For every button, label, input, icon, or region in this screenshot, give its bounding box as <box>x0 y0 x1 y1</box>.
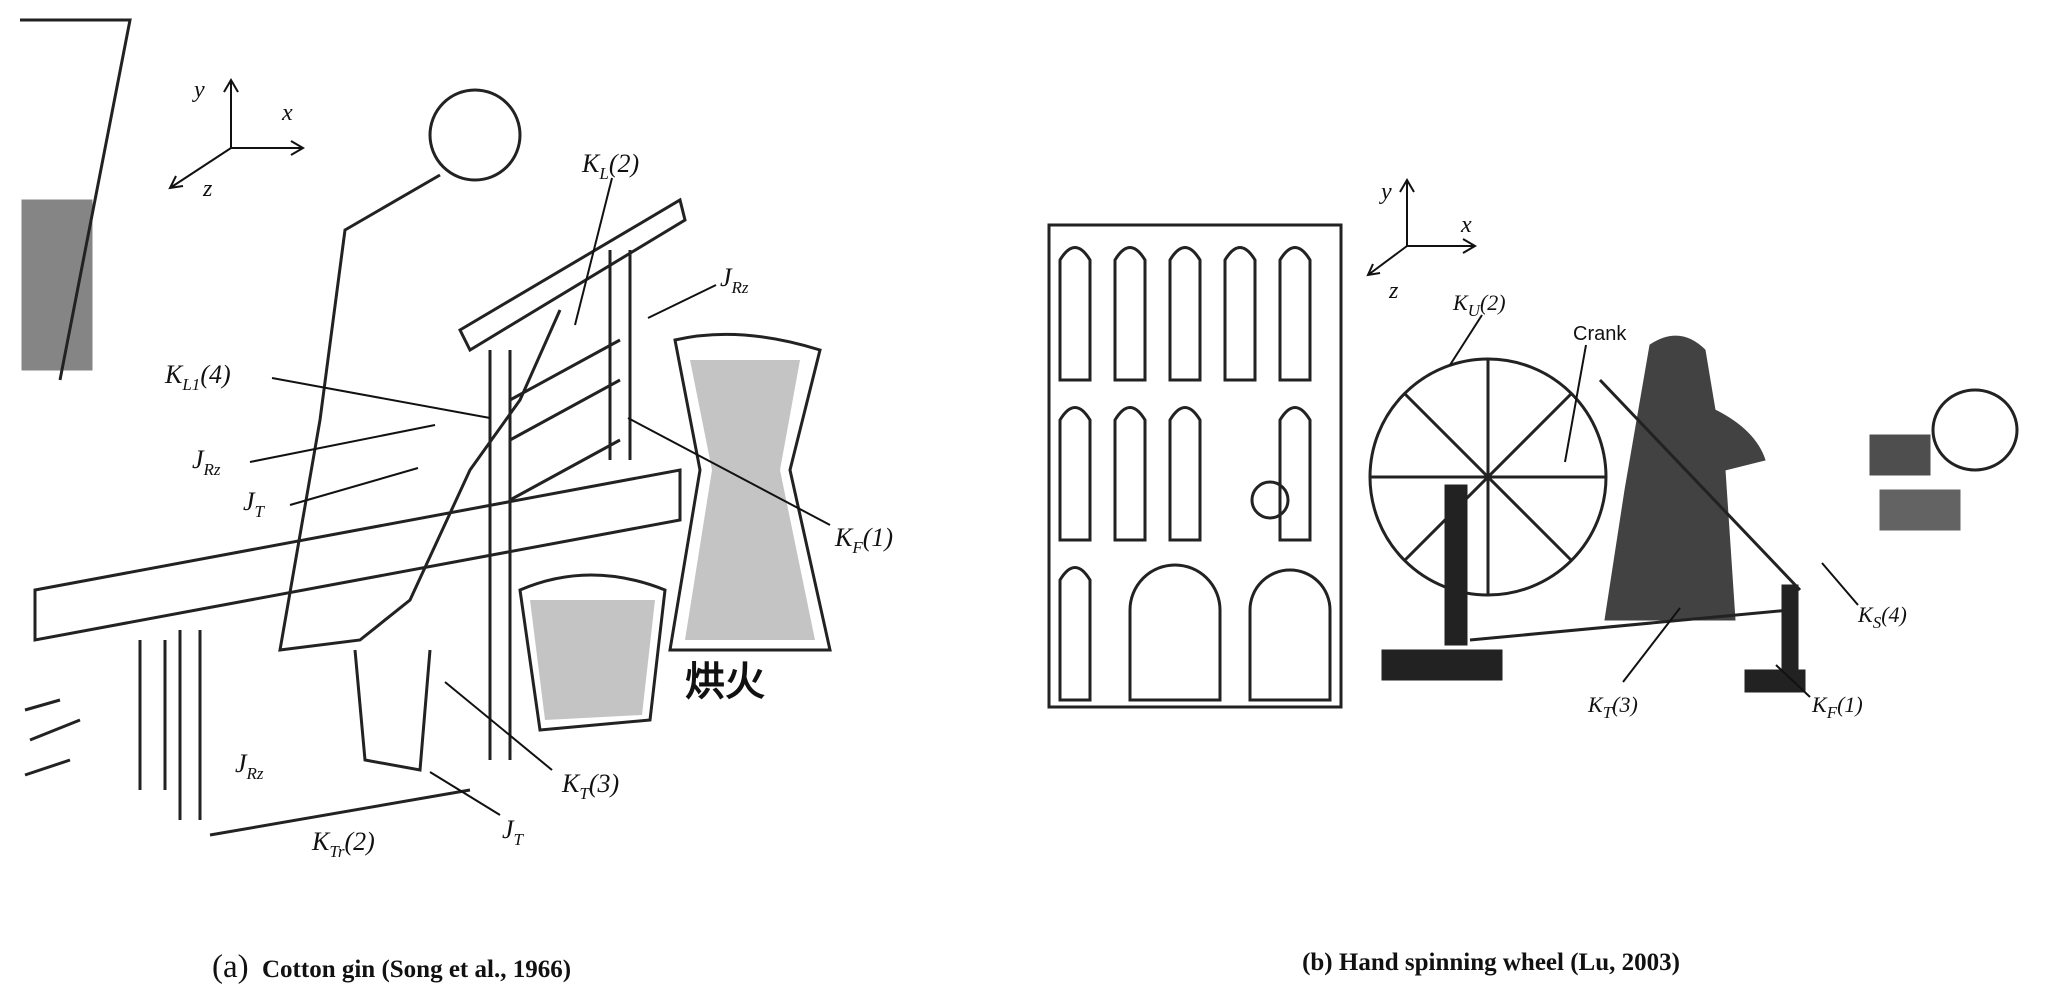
leader-jrz-top <box>647 284 717 319</box>
person-leg <box>353 649 432 772</box>
x-axis-label: x <box>281 100 293 126</box>
caption-a-prefix: (a) <box>212 949 249 985</box>
bundle <box>1879 489 1961 531</box>
leader-kl1 <box>271 377 491 419</box>
person-body <box>278 173 562 652</box>
z-axis-arrow <box>1366 245 1408 277</box>
y-axis-label: y <box>1379 179 1392 205</box>
label-jrz-bottom: JRz <box>235 749 264 783</box>
foliage <box>21 199 93 371</box>
bench <box>33 468 682 642</box>
tall-basket <box>668 332 832 652</box>
lamp <box>1869 434 1931 476</box>
z-axis-label: z <box>202 176 213 202</box>
wheel-post <box>1444 484 1468 646</box>
small-basket <box>518 573 667 732</box>
z-axis-arrow <box>168 147 232 190</box>
scroll-frame <box>1047 223 1343 709</box>
wheel-spokes <box>1370 359 1606 595</box>
leader-ks4 <box>1821 562 1859 606</box>
label-kt3: KT(3) <box>561 769 619 803</box>
leader-ku2 <box>1449 314 1483 366</box>
leader-crank <box>1564 344 1587 463</box>
tall-basket-texture <box>685 360 815 640</box>
spinner-figure <box>1604 335 1766 621</box>
labels-b: KU(2) Crank KS(4) KT(3) KF(1) <box>1452 290 1907 722</box>
frame-posts <box>488 250 632 760</box>
grass <box>24 698 81 777</box>
leader-jt-bottom <box>429 771 501 816</box>
x-axis-label: x <box>1460 212 1472 238</box>
x-axis-arrow <box>1407 238 1477 254</box>
y-axis-arrow <box>1399 178 1415 246</box>
leader-lines-b <box>1449 314 1859 698</box>
spinning-wheel-illustration <box>1368 335 2019 693</box>
leader-jrz-mid <box>249 424 436 463</box>
rollers <box>509 338 621 502</box>
leader-kl2 <box>574 177 613 326</box>
label-jrz-mid: JRz <box>192 445 221 479</box>
labels-a: KL(2) JRz KL1(4) JRz JT KF(1) KT(3) JRz … <box>164 149 893 861</box>
top-bar <box>458 197 687 353</box>
small-basket-texture <box>530 600 655 720</box>
jar <box>1931 388 2019 472</box>
scroll-painting-illustration <box>1047 223 1343 709</box>
cotton-gin-illustration <box>20 18 832 837</box>
label-kl1: KL1(4) <box>164 360 231 394</box>
y-axis-label: y <box>192 77 205 103</box>
label-jrz-top: JRz <box>720 263 749 297</box>
label-jt-bottom: JT <box>502 815 525 849</box>
wheel-base <box>1381 649 1503 681</box>
label-kf1: KF(1) <box>834 523 893 557</box>
spindle-post <box>1781 584 1799 676</box>
caption-b: (b) Hand spinning wheel (Lu, 2003) <box>1302 949 1680 976</box>
label-kf1: KF(1) <box>1811 692 1863 722</box>
person-head <box>428 88 522 182</box>
y-axis-arrow <box>223 78 239 148</box>
leader-kt3 <box>444 681 553 771</box>
label-ks4: KS(4) <box>1857 602 1907 632</box>
treadle <box>209 788 471 837</box>
z-axis-label: z <box>1388 278 1399 304</box>
leader-kf1 <box>627 417 831 526</box>
caption-a: Cotton gin (Song et al., 1966) <box>262 956 571 983</box>
leader-kt3 <box>1622 607 1681 683</box>
figure-rows <box>1058 246 1332 702</box>
axes-triad-a: y x z <box>168 77 305 202</box>
label-jt-mid: JT <box>243 487 266 521</box>
label-ktr2: KTr(2) <box>311 827 375 861</box>
label-kl2: KL(2) <box>581 149 639 183</box>
drive-string <box>1598 378 1802 592</box>
crank-label: Crank <box>1573 323 1627 345</box>
axes-triad-b: y x z <box>1366 178 1477 304</box>
bench-legs <box>138 630 202 820</box>
x-axis-arrow <box>231 140 305 156</box>
leader-kf1 <box>1775 664 1811 698</box>
leader-lines-a <box>249 177 831 816</box>
label-kt3: KT(3) <box>1587 692 1638 722</box>
leader-jt-mid <box>289 467 419 506</box>
spindle-base <box>1744 669 1806 693</box>
stamp-text: 烘火 <box>685 659 765 705</box>
base-beam <box>1469 608 1791 642</box>
label-ku2: KU(2) <box>1452 290 1506 320</box>
